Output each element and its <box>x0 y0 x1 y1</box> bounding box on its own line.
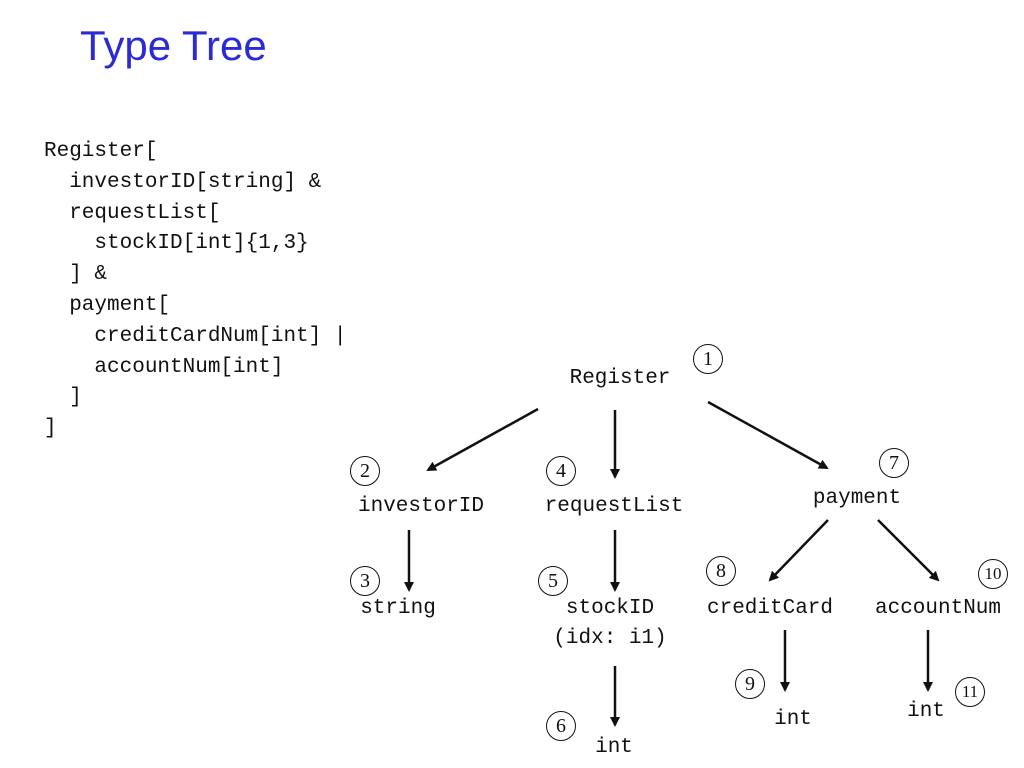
edge-register-payment <box>707 400 829 470</box>
code-line: requestList[ <box>44 201 221 225</box>
node-number-badge: 2 <box>350 456 380 486</box>
code-line: accountNum[int] <box>44 355 284 379</box>
node-int-accountnum: int <box>907 700 945 723</box>
code-line: ] & <box>44 263 108 287</box>
code-line: stockID[int]{1,3} <box>44 232 309 256</box>
edge-payment-creditcard <box>768 519 829 582</box>
node-number-badge: 10 <box>978 559 1008 589</box>
code-line: investorID[string] & <box>44 170 322 194</box>
code-line: payment[ <box>44 293 171 317</box>
edge-register-investorid <box>426 407 539 472</box>
code-line: Register[ <box>44 140 158 163</box>
node-number-badge: 11 <box>955 677 985 707</box>
node-stockid: stockID (idx: i1) <box>553 597 667 650</box>
node-requestlist: requestList <box>544 495 684 518</box>
node-number-badge: 6 <box>546 711 576 741</box>
code-line: ] <box>44 386 82 410</box>
node-creditcard: creditCard <box>706 597 834 620</box>
node-number-badge: 5 <box>538 566 568 596</box>
node-number-badge: 3 <box>350 566 380 596</box>
edge-payment-accountnum <box>877 519 940 582</box>
node-investorid: investorID <box>357 495 485 518</box>
node-number-badge: 8 <box>706 556 736 586</box>
node-string: string <box>360 597 436 620</box>
node-register: Register <box>569 367 671 390</box>
node-number-badge: 7 <box>879 448 909 478</box>
node-number-badge: 1 <box>693 344 723 374</box>
node-number-badge: 9 <box>735 669 765 699</box>
code-line: creditCardNum[int] | <box>44 324 347 348</box>
node-accountnum: accountNum <box>874 597 1002 620</box>
node-int-creditcard: int <box>774 708 812 731</box>
node-number-badge: 4 <box>546 456 576 486</box>
slide-title: Type Tree <box>80 22 267 69</box>
code-line: ] <box>44 417 57 441</box>
code-block: Register[ investorID[string] & requestLi… <box>44 137 346 445</box>
node-int-stockid: int <box>595 736 633 759</box>
node-payment: payment <box>812 487 902 510</box>
